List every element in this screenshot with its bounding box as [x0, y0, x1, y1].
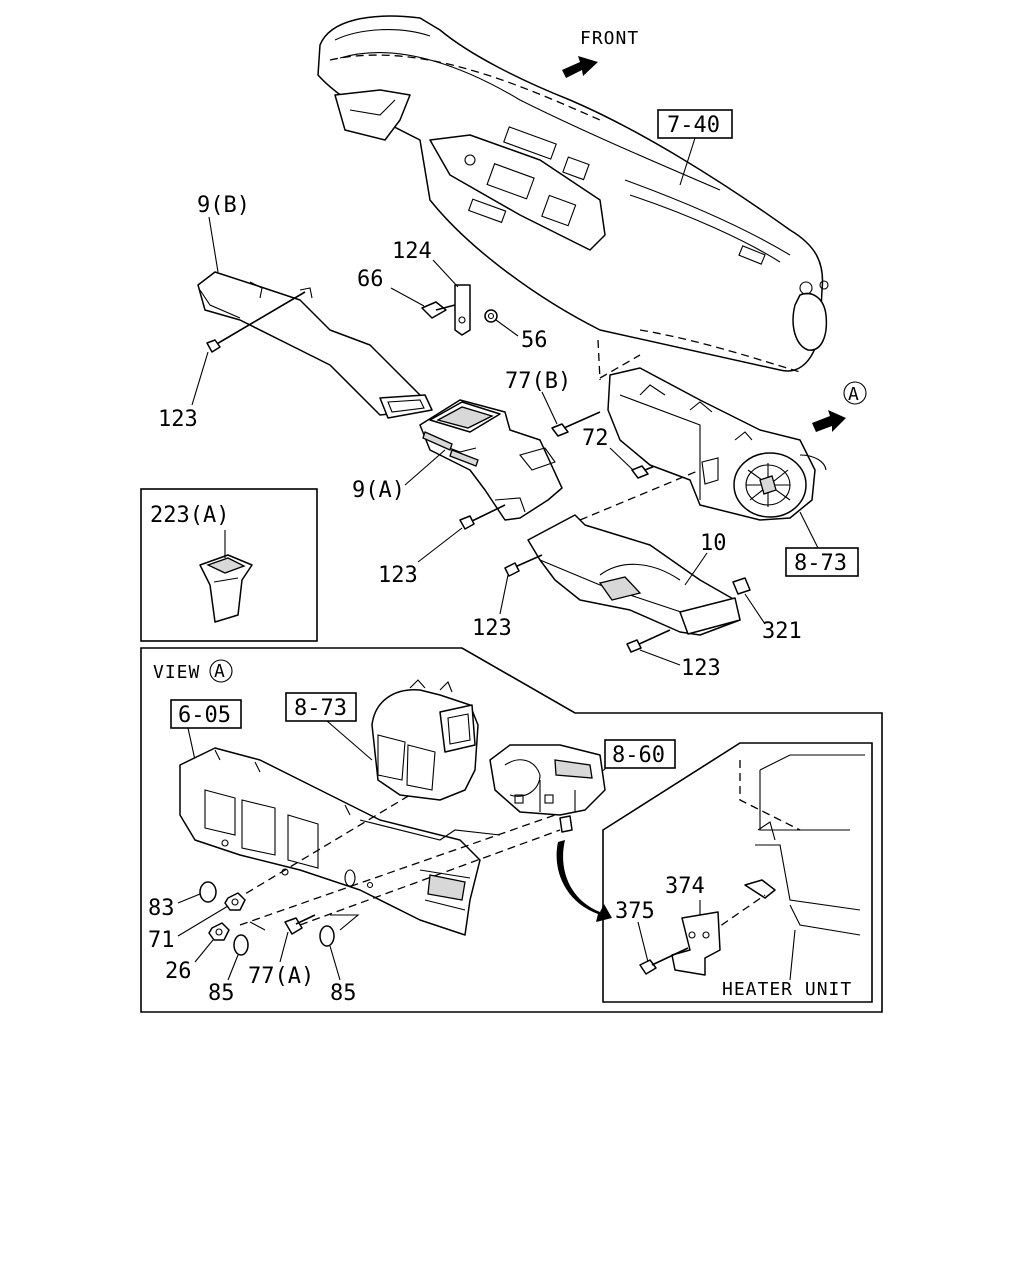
label-71: 71	[148, 928, 175, 953]
label-56: 56	[521, 328, 548, 353]
heater-unit-view-drawing	[489, 744, 612, 922]
svg-text:6-05: 6-05	[178, 703, 231, 728]
front-direction-indicator: FRONT	[562, 28, 639, 78]
svg-text:VIEW: VIEW	[153, 662, 200, 683]
instrument-panel-drawing	[317, 15, 829, 381]
label-9b: 9(B)	[197, 193, 250, 218]
svg-text:A: A	[848, 384, 860, 405]
heater-unit-label: HEATER UNIT	[722, 979, 852, 1000]
label-9a: 9(A)	[352, 478, 405, 503]
duct-9a-drawing	[419, 399, 563, 530]
heater-detail-inset	[602, 742, 873, 1003]
label-123-mid: 123	[378, 563, 418, 588]
callout-7-40: 7-40	[657, 109, 733, 186]
label-77b: 77(B)	[505, 369, 571, 394]
label-124: 124	[392, 239, 432, 264]
svg-text:8-73: 8-73	[294, 696, 347, 721]
label-83: 83	[148, 896, 175, 921]
duct-9b-drawing	[197, 271, 433, 419]
bracket-124-assembly	[421, 284, 498, 336]
svg-text:A: A	[214, 661, 226, 682]
label-223a: 223(A)	[150, 503, 229, 528]
label-26: 26	[165, 959, 192, 984]
detail-arrow-icon	[556, 840, 612, 922]
front-arrow-icon	[562, 56, 598, 78]
label-123-low: 123	[472, 616, 512, 641]
label-321: 321	[762, 619, 802, 644]
label-123-top: 123	[158, 407, 198, 432]
label-77a: 77(A)	[248, 964, 314, 989]
svg-text:8-60: 8-60	[612, 743, 665, 768]
label-375: 375	[615, 899, 655, 924]
label-85-left: 85	[208, 981, 235, 1006]
label-66: 66	[357, 267, 384, 292]
view-a-marker-top: A	[812, 381, 867, 432]
callout-text-7-40: 7-40	[667, 113, 720, 138]
callout-8-73-top: 8-73	[785, 511, 859, 577]
front-label: FRONT	[580, 28, 639, 49]
label-72: 72	[582, 426, 609, 451]
view-a-fasteners	[199, 881, 360, 956]
label-374: 374	[665, 874, 705, 899]
svg-text:8-73: 8-73	[794, 551, 847, 576]
view-a-arrow-icon	[812, 410, 846, 432]
view-a-title: VIEW A	[153, 659, 233, 683]
mounting-bracket-drawing	[179, 747, 561, 936]
inset-clip-223a: 223(A)	[140, 488, 318, 642]
label-10: 10	[700, 531, 727, 556]
duct-10-drawing	[504, 469, 751, 653]
callout-6-05: 6-05	[170, 699, 242, 761]
blower-unit-view-drawing	[371, 679, 479, 801]
callout-8-73-view: 8-73	[285, 692, 373, 761]
label-85-right: 85	[330, 981, 357, 1006]
blower-unit-drawing	[599, 354, 827, 521]
label-123-right: 123	[681, 656, 721, 681]
view-a-frame	[140, 647, 883, 1013]
